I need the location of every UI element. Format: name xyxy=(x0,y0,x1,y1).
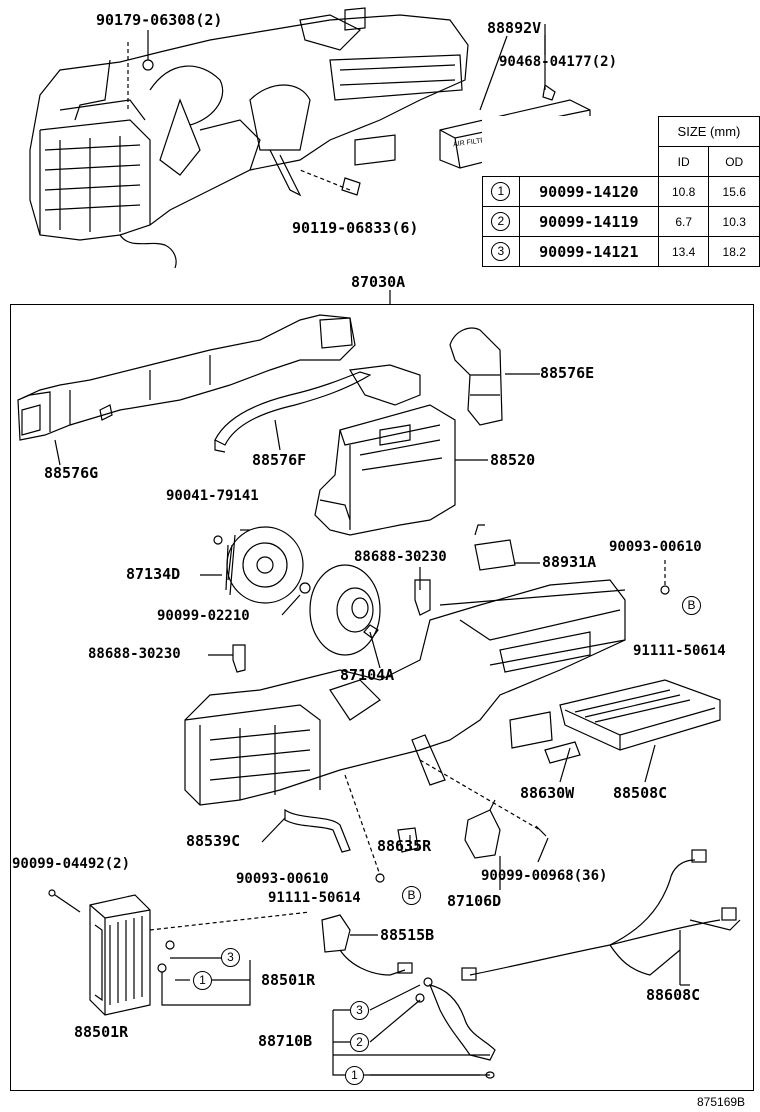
label-88635r: 88635R xyxy=(377,837,432,855)
evaporator-88501r-drawing xyxy=(48,889,151,1016)
hose-size-table: SIZE (mm) ID OD 1 90099-14120 10.8 15.6 … xyxy=(482,116,760,267)
label-87106d: 87106D xyxy=(447,892,502,910)
label-88688-30230-a: 88688-30230 xyxy=(354,549,447,565)
row-part: 90099-14119 xyxy=(518,206,659,237)
fan-87134d-drawing xyxy=(225,526,304,604)
label-88688-30230-b: 88688-30230 xyxy=(88,646,181,662)
marker-b: B xyxy=(402,886,421,905)
filter-88508c-drawing xyxy=(559,679,721,751)
label-88710b: 88710B xyxy=(258,1032,313,1050)
label-88520: 88520 xyxy=(490,451,536,469)
marker-1: 1 xyxy=(345,1066,364,1085)
col-id-header: ID xyxy=(657,146,710,177)
marker-1: 1 xyxy=(193,971,212,990)
row-part: 90099-14120 xyxy=(518,176,659,207)
label-90041-79141: 90041-79141 xyxy=(166,488,259,504)
label-90119-06833: 90119-06833(6) xyxy=(292,219,419,237)
table-row: 1 90099-14120 10.8 15.6 xyxy=(482,176,760,207)
motor-87104a-drawing xyxy=(309,564,381,656)
label-90099-04492: 90099-04492(2) xyxy=(12,856,131,872)
illustration-ref-code: 875169B xyxy=(697,1095,746,1109)
label-90099-00968: 90099-00968(36) xyxy=(481,868,608,884)
harness-88608c-drawing xyxy=(461,849,741,985)
label-88630w: 88630W xyxy=(520,784,575,802)
row-id: 10.8 xyxy=(657,176,710,207)
row-od: 10.3 xyxy=(708,206,760,237)
duct-88576g-drawing xyxy=(17,314,356,441)
row-number: 1 xyxy=(491,182,511,201)
marker-3: 3 xyxy=(221,948,240,967)
label-90093-00610-b: 90093-00610 xyxy=(236,871,329,887)
label-88508c: 88508C xyxy=(613,784,668,802)
top-assembly-drawing xyxy=(29,7,469,269)
table-row: 2 90099-14119 6.7 10.3 xyxy=(482,206,760,237)
size-header: SIZE (mm) xyxy=(657,116,760,147)
label-90179-06308: 90179-06308(2) xyxy=(96,11,223,29)
label-91111-50614-a: 91111-50614 xyxy=(633,643,726,659)
hvac-unit-drawing xyxy=(184,579,626,806)
label-90468-04177: 90468-04177(2) xyxy=(499,54,618,70)
label-87104a: 87104A xyxy=(340,666,395,684)
label-88501r-b: 88501R xyxy=(74,1023,129,1041)
label-90099-02210: 90099-02210 xyxy=(157,608,250,624)
label-88515b: 88515B xyxy=(380,926,435,944)
label-87030a: 87030A xyxy=(351,273,406,291)
case-88520-drawing xyxy=(314,404,456,536)
row-number: 3 xyxy=(491,242,511,261)
row-od: 15.6 xyxy=(708,176,760,207)
marker-2: 2 xyxy=(350,1033,369,1052)
label-88539c: 88539C xyxy=(186,832,241,850)
label-88576g: 88576G xyxy=(44,464,99,482)
label-88576f: 88576F xyxy=(252,451,307,469)
duct-88576f-drawing xyxy=(214,364,421,453)
label-88892v: 88892V xyxy=(487,19,542,37)
marker-3: 3 xyxy=(350,1001,369,1020)
col-od-header: OD xyxy=(708,146,760,177)
duct-88576e-drawing xyxy=(449,327,503,426)
marker-b: B xyxy=(682,596,701,615)
row-id: 6.7 xyxy=(657,206,710,237)
label-88608c: 88608C xyxy=(646,986,701,1004)
assembly-frame xyxy=(10,304,754,1091)
table-row: 3 90099-14121 13.4 18.2 xyxy=(482,236,760,267)
row-number: 2 xyxy=(491,212,511,231)
label-87134d: 87134D xyxy=(126,565,181,583)
row-part: 90099-14121 xyxy=(518,236,659,267)
label-91111-50614-b: 91111-50614 xyxy=(268,890,361,906)
row-id: 13.4 xyxy=(657,236,710,267)
label-90093-00610-a: 90093-00610 xyxy=(609,539,702,555)
label-88931a: 88931A xyxy=(542,553,597,571)
row-od: 18.2 xyxy=(708,236,760,267)
label-88501r-a: 88501R xyxy=(261,971,316,989)
label-88576e: 88576E xyxy=(540,364,595,382)
